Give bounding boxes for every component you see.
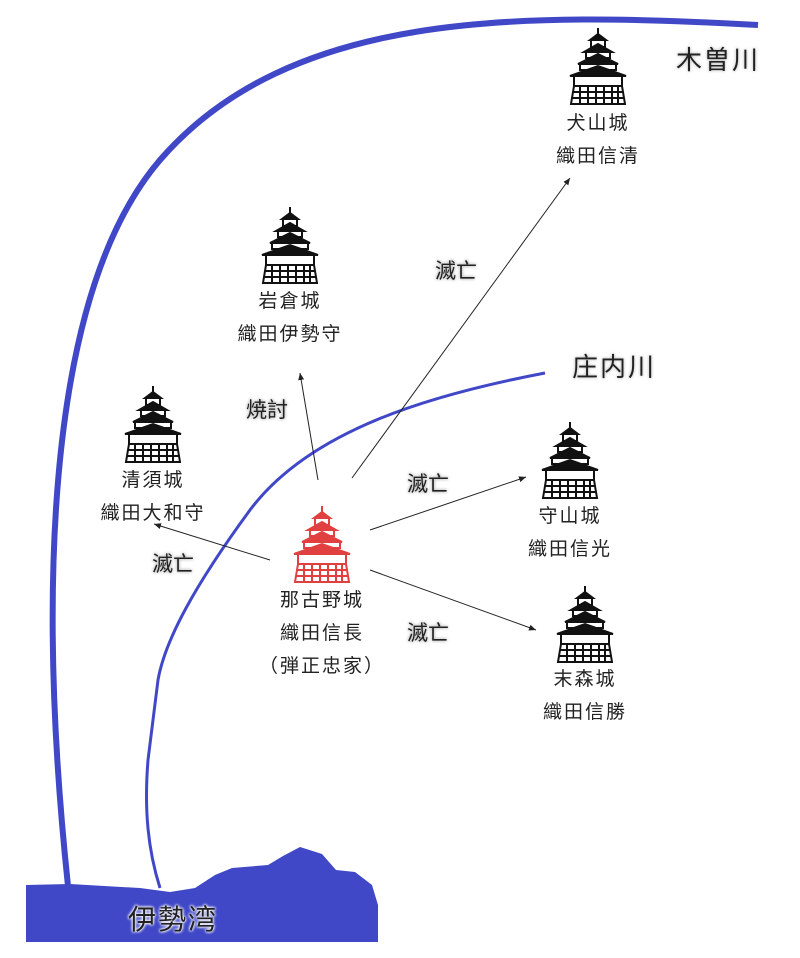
castle-name: 岩倉城 bbox=[258, 290, 322, 312]
castle-lord: 織田信勝 bbox=[542, 701, 628, 723]
kiso-river bbox=[49, 16, 759, 887]
iwakura-castle-label: 岩倉城織田伊勢守 bbox=[237, 285, 342, 351]
castle-name: 守山城 bbox=[538, 505, 602, 527]
ise-bay-label: 伊勢湾 bbox=[128, 903, 219, 936]
castle-lord: 織田伊勢守 bbox=[237, 323, 343, 345]
ise-bay bbox=[26, 847, 378, 942]
nagoya-castle-label: 那古野城織田信長 （弾正忠家） bbox=[259, 584, 385, 683]
arrow-suemori bbox=[369, 569, 537, 631]
inuyama-castle-label: 犬山城織田信清 bbox=[556, 107, 640, 173]
action-iwakura: 焼討 bbox=[246, 398, 288, 422]
moriyama-castle-label: 守山城織田信光 bbox=[528, 500, 612, 566]
iwakura-castle-icon bbox=[258, 205, 322, 285]
shonai-river bbox=[145, 371, 546, 889]
castle-note: （弾正忠家） bbox=[258, 655, 386, 677]
arrow-iwakura bbox=[298, 372, 319, 481]
nagoya-castle-icon bbox=[290, 504, 354, 584]
castle-lord: 織田大和守 bbox=[100, 502, 206, 524]
suemori-castle-label: 末森城織田信勝 bbox=[543, 663, 627, 729]
arrow-inuyama bbox=[351, 177, 571, 479]
castle-lord: 織田信清 bbox=[555, 145, 641, 167]
castle-name: 末森城 bbox=[553, 668, 617, 690]
kiso-river-label: 木曽川 bbox=[676, 46, 761, 76]
action-suemori: 滅亡 bbox=[407, 621, 449, 645]
action-kiyosu: 滅亡 bbox=[152, 552, 194, 576]
castle-lord: 織田信光 bbox=[527, 538, 613, 560]
action-inuyama: 滅亡 bbox=[435, 259, 477, 283]
arrow-moriyama bbox=[369, 476, 527, 531]
castle-name: 清須城 bbox=[121, 469, 185, 491]
inuyama-castle-icon bbox=[566, 26, 630, 106]
suemori-castle-icon bbox=[553, 584, 617, 664]
moriyama-castle-icon bbox=[538, 420, 602, 500]
castle-lord: 織田信長 bbox=[279, 622, 365, 644]
kiyosu-castle-label: 清須城織田大和守 bbox=[100, 464, 205, 530]
kiyosu-castle-icon bbox=[121, 384, 185, 464]
action-moriyama: 滅亡 bbox=[407, 472, 449, 496]
castle-name: 犬山城 bbox=[566, 112, 630, 134]
castle-name: 那古野城 bbox=[279, 589, 365, 611]
arrow-kiyosu bbox=[153, 523, 271, 561]
shonai-river-label: 庄内川 bbox=[572, 353, 657, 383]
